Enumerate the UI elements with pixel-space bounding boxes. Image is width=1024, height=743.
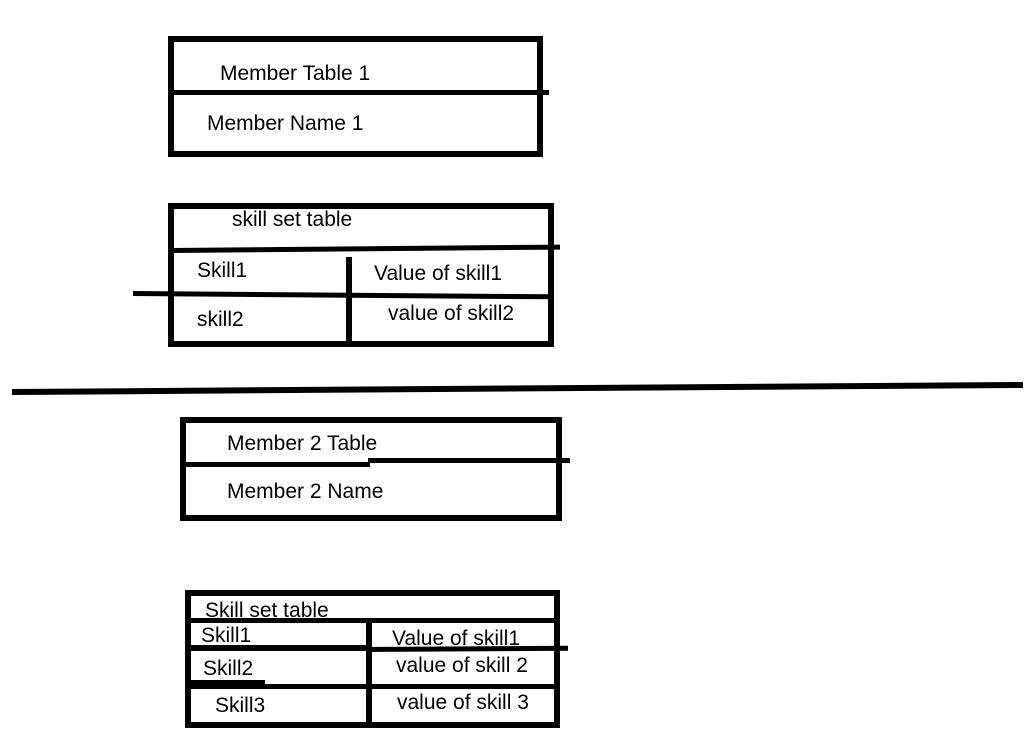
member-table-2-header-divider-right [368,458,570,463]
member-table-1-name-cell: Member Name 1 [207,112,364,135]
member-table-1-header-divider [168,90,549,95]
skill-set-table-2-row1-skill: Skill1 [201,624,252,647]
member-table-2-title: Member 2 Table [227,432,378,455]
member-table-2-outline [180,417,562,521]
section-divider-line [11,381,1023,395]
skill-set-table-2-row1-value: Value of skill1 [392,627,521,650]
skill-set-table-2-column-divider [366,620,372,724]
member-table-2-header-divider-left [180,462,370,467]
skill-set-table-2-row2-divider-bump [189,680,265,684]
skill-set-table-1-row2-skill: skill2 [197,308,244,331]
skill-set-table-1-row1-value: Value of skill1 [374,262,503,285]
skill-set-table-2-row3-skill: Skill3 [215,694,266,717]
skill-set-table-1-column-divider [346,257,352,341]
skill-set-table-2-outline [185,590,560,728]
member-table-1-title: Member Table 1 [220,62,371,85]
skill-set-table-2-row3-value: value of skill 3 [397,691,529,714]
skill-set-table-1-row1-skill: Skill1 [197,259,248,282]
skill-set-table-2-title: Skill set table [205,599,329,622]
skill-set-table-2-header-divider [189,618,556,623]
skill-set-table-2-row2-value: value of skill 2 [396,654,528,677]
member-table-2-name-cell: Member 2 Name [227,480,384,503]
skill-set-table-1-row2-value: value of skill2 [388,302,515,325]
skill-set-table-1-outline [168,203,554,347]
skill-set-table-1-title: skill set table [232,208,353,231]
member-table-1-outline [168,36,543,157]
skill-set-table-2-row2-divider [189,684,556,689]
skill-set-table-2-row2-skill: Skill2 [203,657,254,680]
skill-set-table-2-row1-divider-left [189,645,370,651]
